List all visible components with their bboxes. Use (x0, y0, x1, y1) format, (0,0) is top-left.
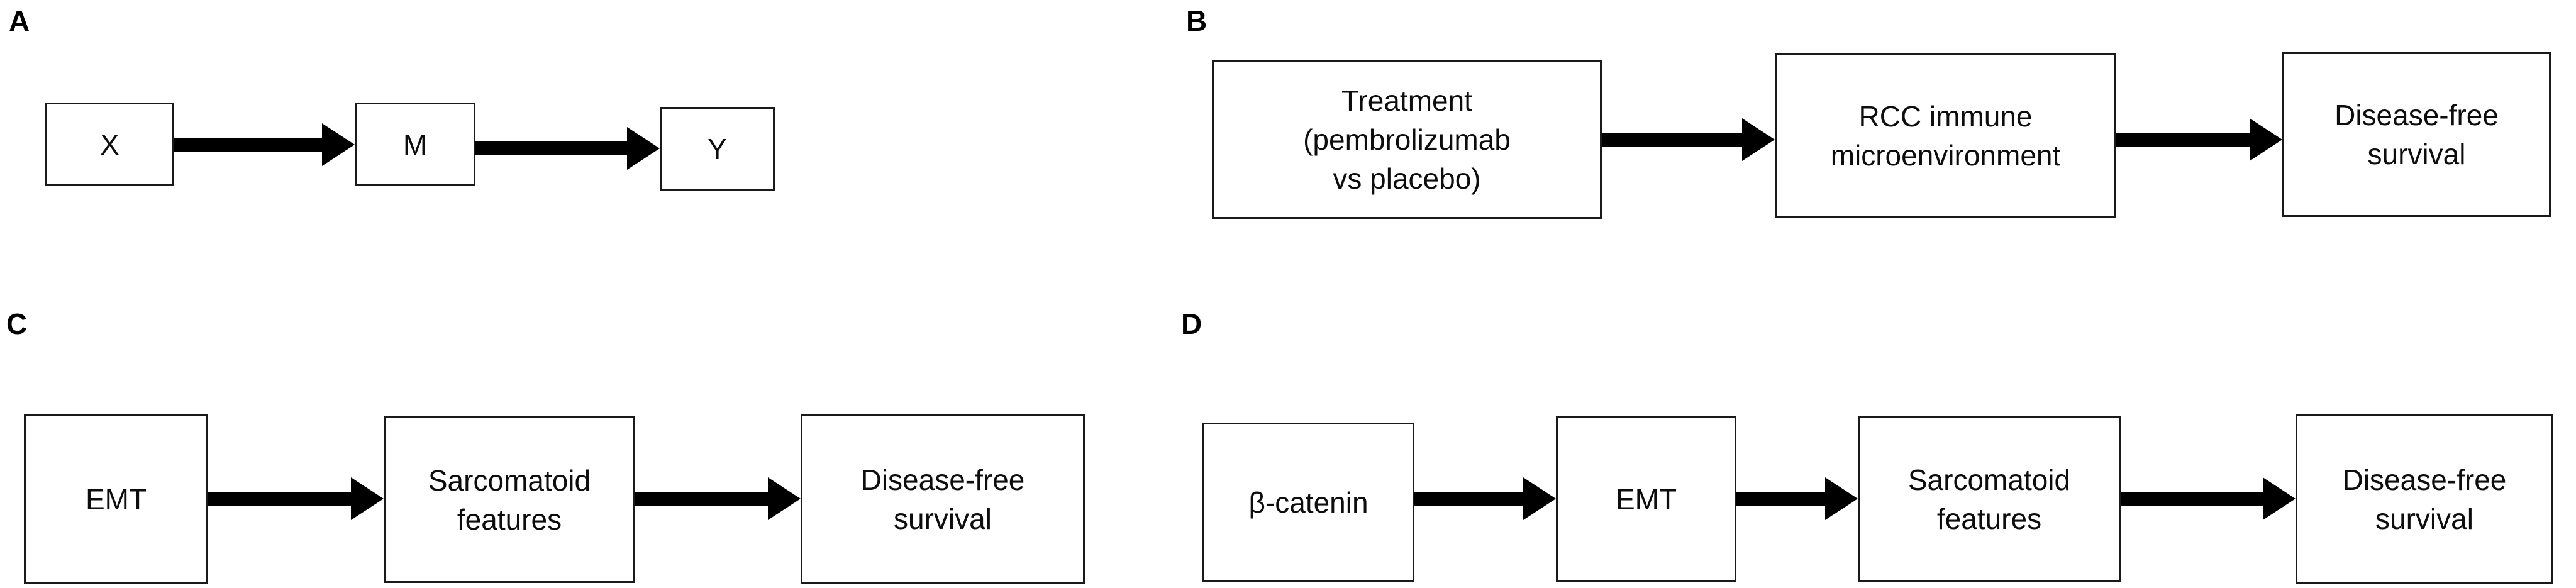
panel-b-label: B (1186, 4, 1208, 37)
arrow-b-1-shaft (1602, 133, 1745, 147)
arrow-a-2-shaft (475, 141, 630, 155)
node-a-x: X (45, 103, 174, 186)
node-c-dfs-label: Disease-free survival (860, 463, 1025, 535)
node-a-m: M (355, 103, 475, 186)
arrow-c-2-arrowhead-icon (768, 477, 801, 520)
panel-d-label: D (1181, 308, 1202, 340)
node-b-treatment: Treatment (pembrolizumab vs placebo) (1212, 60, 1602, 219)
node-b-microenvironment-label: RCC immune microenvironment (1830, 100, 2061, 172)
panel-c-label: C (6, 308, 28, 340)
node-d-emt-label: EMT (1615, 482, 1677, 516)
arrow-c-1-shaft (208, 492, 353, 506)
node-c-sarcomatoid: Sarcomatoid features (384, 416, 635, 583)
node-d-bcatenin: β-catenin (1202, 423, 1414, 582)
node-a-y-label: Y (708, 132, 727, 165)
arrow-d-3-shaft (2121, 492, 2265, 506)
arrow-c-1-arrowhead-icon (351, 477, 384, 520)
node-a-y: Y (660, 107, 775, 191)
node-d-dfs-label: Disease-free survival (2342, 463, 2507, 535)
arrow-d-2-arrowhead-icon (1825, 477, 1858, 520)
node-d-sarcomatoid: Sarcomatoid features (1858, 416, 2121, 582)
arrow-d-1-arrowhead-icon (1523, 477, 1556, 520)
node-c-emt: EMT (24, 414, 208, 584)
panel-a-label: A (9, 4, 30, 37)
arrow-b-2-arrowhead-icon (2250, 118, 2282, 161)
node-a-x-label: X (100, 128, 119, 161)
node-c-dfs: Disease-free survival (801, 414, 1085, 584)
arrow-b-2-shaft (2116, 133, 2252, 147)
arrow-a-1-shaft (174, 138, 325, 152)
node-a-m-label: M (402, 128, 428, 161)
node-c-emt-label: EMT (85, 483, 147, 516)
node-d-sarcomatoid-label: Sarcomatoid features (1907, 463, 2071, 535)
node-c-sarcomatoid-label: Sarcomatoid features (428, 463, 591, 536)
arrow-c-2-shaft (635, 492, 770, 506)
arrow-d-1-shaft (1414, 492, 1526, 506)
arrow-d-3-arrowhead-icon (2263, 477, 2296, 520)
node-d-dfs: Disease-free survival (2296, 414, 2553, 584)
arrow-a-1-arrowhead-icon (322, 123, 355, 166)
node-b-dfs: Disease-free survival (2282, 52, 2551, 217)
arrow-b-1-arrowhead-icon (1742, 118, 1775, 161)
arrow-d-2-shaft (1736, 492, 1828, 506)
node-b-treatment-label: Treatment (pembrolizumab vs placebo) (1303, 84, 1511, 195)
node-b-microenvironment: RCC immune microenvironment (1775, 53, 2116, 218)
node-d-emt: EMT (1556, 416, 1736, 582)
node-d-bcatenin-label: β-catenin (1248, 486, 1368, 519)
arrow-a-2-arrowhead-icon (627, 127, 660, 170)
node-b-dfs-label: Disease-free survival (2334, 99, 2499, 170)
